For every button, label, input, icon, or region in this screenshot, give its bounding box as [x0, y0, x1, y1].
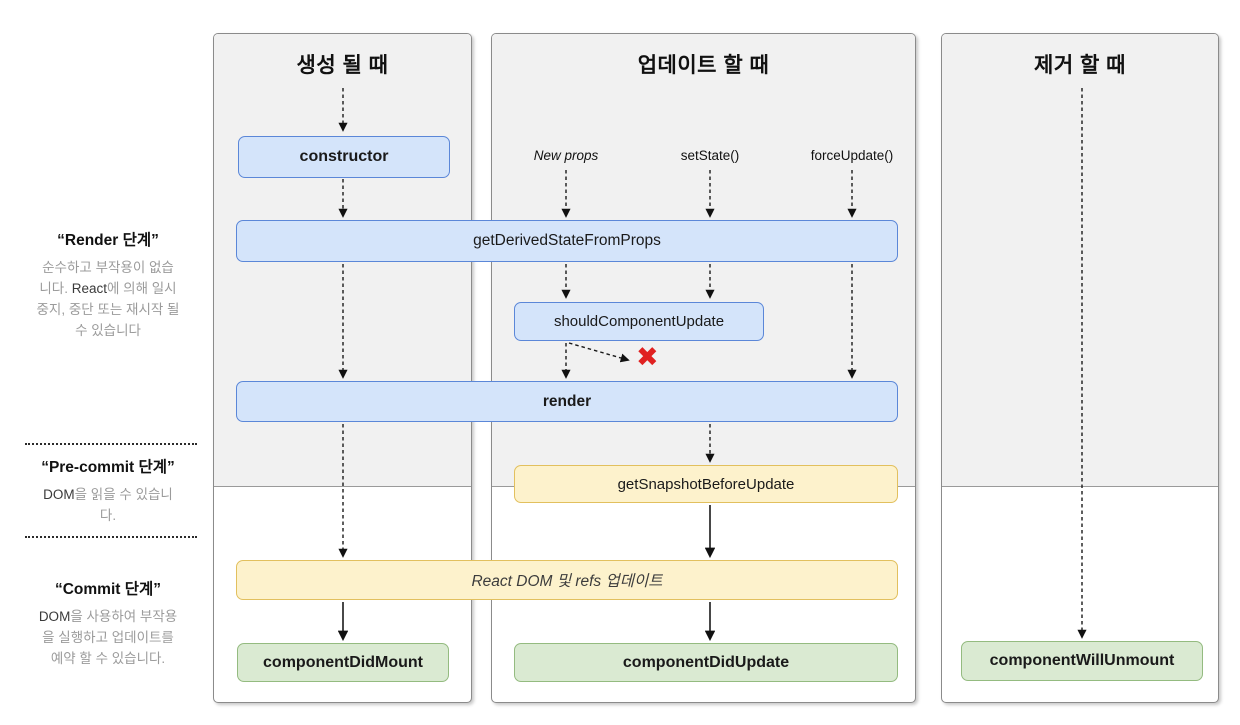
dom-em-text-2: DOM: [38, 609, 71, 624]
render-phase-line2: 니다. React에 의해 일시: [39, 280, 177, 296]
sidebar-commit-phase: “Commit 단계” DOM을 사용하여 부작용 을 실행하고 업데이트를 예…: [20, 577, 196, 670]
box-component-did-mount[interactable]: componentDidMount: [237, 643, 449, 682]
box-get-snapshot-before-update[interactable]: getSnapshotBeforeUpdate: [514, 465, 898, 503]
box-get-derived-state-from-props[interactable]: getDerivedStateFromProps: [236, 220, 898, 262]
render-phase-line3: 중지, 중단 또는 재시작 될: [36, 301, 180, 317]
sidebar-render-phase: “Render 단계” 순수하고 부작용이 없습 니다. React에 의해 일…: [20, 228, 196, 342]
precommit-line1: DOM을 읽을 수 있습니: [43, 487, 173, 502]
react-em-text: React: [71, 280, 107, 296]
panel-mounting-title: 생성 될 때: [296, 54, 389, 77]
panel-unmounting: 제거 할 때: [941, 33, 1219, 703]
render-phase-line1: 순수하고 부작용이 없습: [42, 260, 174, 275]
precommit-line2: 다.: [99, 507, 117, 523]
panel-unmounting-render-phase-area: [942, 34, 1218, 487]
commit-phase-description: DOM을 사용하여 부작용 을 실행하고 업데이트를 예약 할 수 있습니다.: [20, 607, 196, 670]
precommit-phase-title: “Pre-commit 단계”: [41, 459, 175, 476]
blocked-x-icon: ✖: [636, 342, 659, 372]
panel-unmounting-title: 제거 할 때: [1034, 54, 1126, 77]
box-constructor[interactable]: constructor: [238, 136, 450, 178]
render-phase-description: 순수하고 부작용이 없습 니다. React에 의해 일시 중지, 중단 또는 …: [20, 258, 196, 342]
commit-line1: DOM을 사용하여 부작용: [38, 609, 178, 624]
commit-line3: 예약 할 수 있습니다.: [50, 650, 166, 666]
commit-phase-title: “Commit 단계”: [54, 581, 162, 598]
trigger-force-update: forceUpdate(): [810, 148, 894, 163]
trigger-new-props: New props: [533, 148, 599, 163]
box-should-component-update[interactable]: shouldComponentUpdate: [514, 302, 764, 341]
dotted-separator-bottom: [25, 536, 197, 538]
box-component-did-update[interactable]: componentDidUpdate: [514, 643, 898, 682]
box-react-dom-update[interactable]: React DOM 및 refs 업데이트: [236, 560, 898, 600]
trigger-set-state: setState(): [680, 148, 740, 163]
commit-line2: 을 실행하고 업데이트를: [42, 629, 174, 645]
panel-updating-title: 업데이트 할 때: [637, 54, 770, 77]
box-component-will-unmount[interactable]: componentWillUnmount: [961, 641, 1203, 681]
precommit-phase-description: DOM을 읽을 수 있습니 다.: [20, 485, 196, 527]
dom-em-text: DOM: [43, 487, 75, 502]
render-phase-title: “Render 단계”: [57, 232, 159, 249]
box-render[interactable]: render: [236, 381, 898, 422]
dotted-separator-top: [25, 443, 197, 445]
sidebar-precommit-phase: “Pre-commit 단계” DOM을 읽을 수 있습니 다.: [20, 455, 196, 527]
render-phase-line4: 수 있습니다: [75, 322, 141, 338]
arrow-scu-to-blocked: [568, 342, 630, 363]
